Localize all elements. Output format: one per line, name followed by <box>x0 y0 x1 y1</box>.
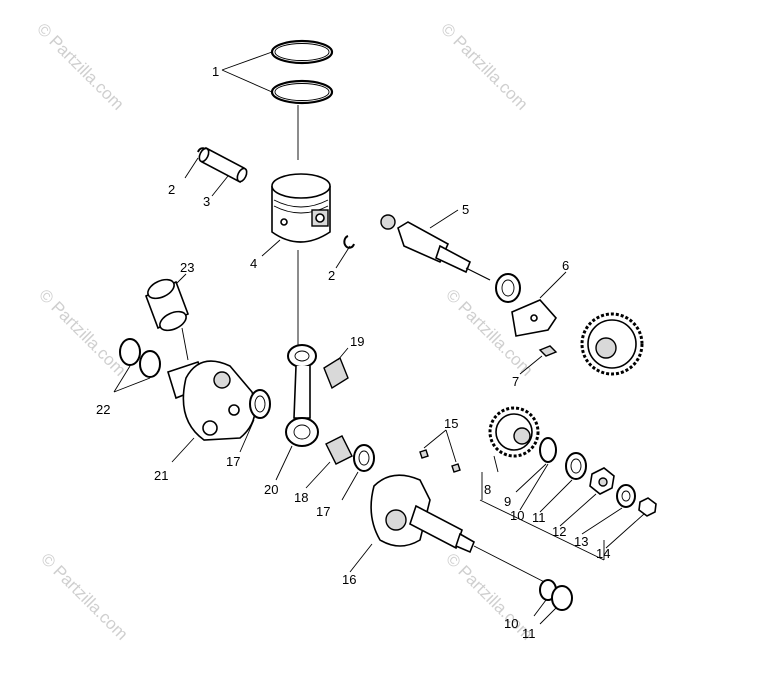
balancer-shaft <box>380 209 491 281</box>
piston-rings <box>221 39 334 160</box>
callout-10-lower: 10 <box>504 616 518 631</box>
callout-10-upper: 10 <box>510 508 524 523</box>
small-end-bearing <box>323 347 349 390</box>
bottom-seal-and-washer <box>533 579 573 625</box>
wrist-pin-and-clip <box>184 146 248 197</box>
callout-11-lower: 11 <box>522 626 536 641</box>
callout-19: 19 <box>350 334 364 349</box>
callout-3: 3 <box>203 194 210 209</box>
callout-11-upper: 11 <box>532 510 546 525</box>
crank-half-right <box>349 474 561 591</box>
crank-seals <box>113 338 161 393</box>
watermark-top-right: © Partzilla.com <box>437 19 531 113</box>
gear-stack-parts <box>479 437 657 561</box>
watermarks: © Partzilla.com © Partzilla.com © Partzi… <box>33 19 536 643</box>
callout-21: 21 <box>154 468 168 483</box>
callout-12: 12 <box>552 524 566 539</box>
callout-8: 8 <box>484 482 491 497</box>
callout-9: 9 <box>504 494 511 509</box>
callout-1: 1 <box>212 64 219 79</box>
callout-2-clip-right: 2 <box>328 268 335 283</box>
callout-18: 18 <box>294 490 308 505</box>
connecting-rod <box>275 344 319 481</box>
callout-5: 5 <box>462 202 469 217</box>
thrust-washer-right <box>341 444 375 501</box>
callout-17-left: 17 <box>226 454 240 469</box>
watermark-middle-left: © Partzilla.com <box>35 285 129 379</box>
callout-20: 20 <box>264 482 278 497</box>
callout-13: 13 <box>574 534 588 549</box>
callout-4: 4 <box>250 256 257 271</box>
bearing-and-bracket <box>495 271 567 375</box>
callout-15: 15 <box>444 416 458 431</box>
callout-16: 16 <box>342 572 356 587</box>
callout-6: 6 <box>562 258 569 273</box>
big-end-bearing <box>305 435 353 489</box>
piston <box>261 173 355 345</box>
woodruff-keys <box>419 429 461 473</box>
thrust-washer-left <box>239 389 271 453</box>
callout-17-right: 17 <box>316 504 330 519</box>
upper-drive-gear <box>580 312 644 376</box>
callout-22: 22 <box>96 402 110 417</box>
callout-7: 7 <box>512 374 519 389</box>
callout-23: 23 <box>180 260 194 275</box>
watermark-top-left: © Partzilla.com <box>33 19 127 113</box>
callout-2-clip-left: 2 <box>168 182 175 197</box>
watermark-bottom-left: © Partzilla.com <box>37 549 131 643</box>
callout-14: 14 <box>596 546 610 561</box>
crank-pin <box>144 273 190 361</box>
crank-half-left <box>167 360 256 463</box>
crank-drive-gear <box>488 406 540 473</box>
callout-labels: 1 2 3 4 2 5 6 7 23 19 22 21 17 20 18 17 … <box>96 64 610 641</box>
